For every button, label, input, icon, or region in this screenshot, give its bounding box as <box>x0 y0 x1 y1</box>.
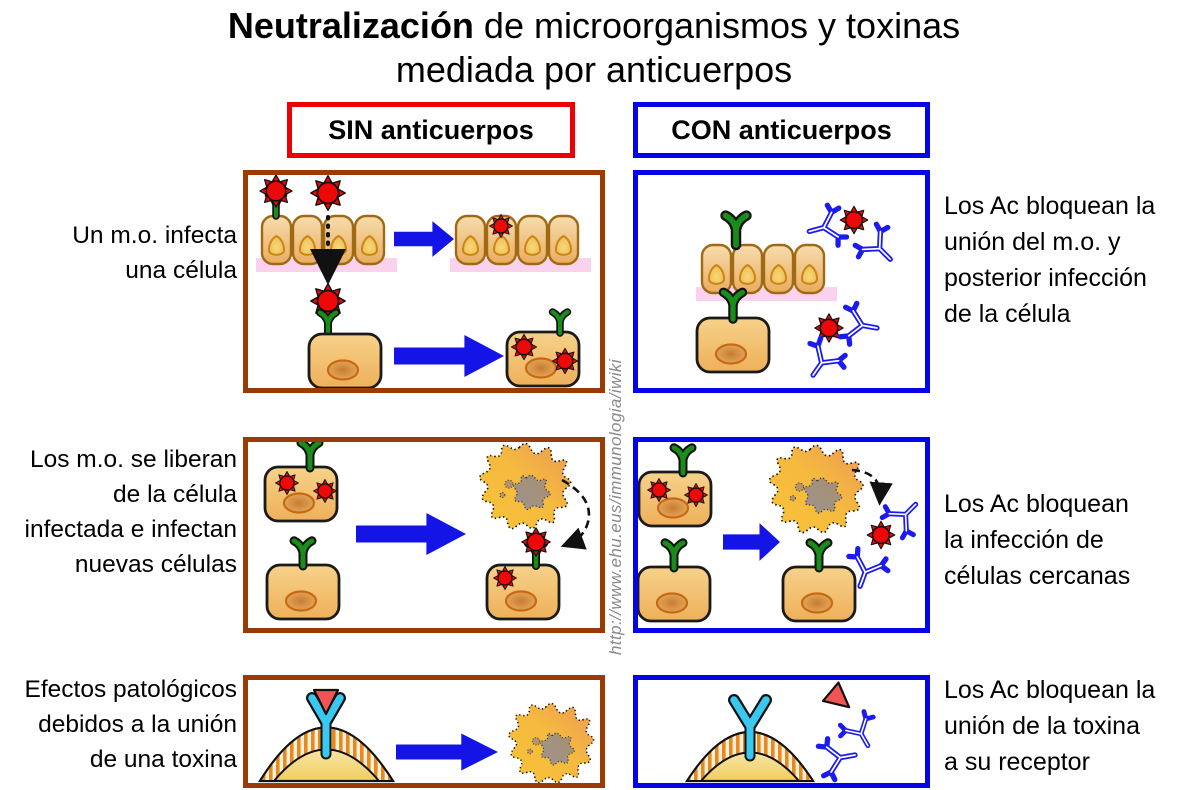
epithelial-cells <box>696 245 837 301</box>
dashed-arrow <box>851 468 893 506</box>
green-receptor-icon <box>553 312 568 333</box>
green-receptor-icon <box>665 543 683 568</box>
antibody-icon <box>796 335 850 387</box>
antibody-icon <box>839 302 880 349</box>
apoptotic-cell <box>478 442 572 530</box>
virus-icon <box>492 565 518 591</box>
cell <box>781 565 857 623</box>
apoptotic-cell <box>507 702 595 783</box>
virus-icon <box>551 347 579 375</box>
cell <box>265 563 341 621</box>
virus-icon <box>309 282 347 320</box>
cell <box>638 565 712 623</box>
header-sin-label: SIN anticuerpos <box>328 114 534 145</box>
toxin-icon <box>821 681 858 718</box>
virus-icon <box>259 175 293 208</box>
green-receptor-icon <box>320 313 336 335</box>
title-line1: Neutralización de microorganismos y toxi… <box>227 5 961 46</box>
toxin-receptor-icon <box>728 694 772 762</box>
cell <box>307 332 383 388</box>
virus-icon <box>309 175 347 212</box>
green-receptor-icon <box>294 541 312 566</box>
panel-con-row3 <box>633 675 930 788</box>
virus-icon <box>646 477 672 503</box>
virus-icon <box>520 526 552 558</box>
panel-con-row1 <box>633 170 930 393</box>
epithelial-cells <box>450 216 591 272</box>
blue-arrow <box>356 513 466 555</box>
watermark-url: http://www.ehu.eus/immunologia/iwiki <box>606 359 625 655</box>
apoptotic-cell <box>768 444 864 534</box>
virus-icon <box>488 213 514 239</box>
blue-arrow <box>723 523 780 561</box>
blue-arrow <box>396 733 498 771</box>
virus-icon <box>274 470 300 496</box>
membrane-stripes <box>258 726 395 782</box>
page-title: Neutralización de microorganismos y toxi… <box>0 4 1188 92</box>
header-sin-anticuerpos: SIN anticuerpos <box>287 102 575 158</box>
title-line2: mediada por anticuerpos <box>395 49 793 90</box>
antibody-icon <box>836 709 884 755</box>
header-con-anticuerpos: CON anticuerpos <box>633 102 930 158</box>
dashed-arrow <box>560 478 591 550</box>
antibody-icon <box>817 735 858 782</box>
virus-icon <box>312 478 338 504</box>
virus-icon <box>866 520 896 550</box>
virus-icon <box>510 333 538 361</box>
virus-icon <box>839 205 869 235</box>
panel-sin-row3 <box>243 675 605 788</box>
green-receptor-icon <box>810 543 828 568</box>
green-receptor-icon <box>301 443 319 468</box>
cell <box>695 316 771 374</box>
blue-arrow <box>394 221 454 257</box>
panel-sin-row2 <box>243 437 605 633</box>
header-con-label: CON anticuerpos <box>671 114 892 145</box>
blue-arrow <box>394 335 504 377</box>
virus-icon <box>683 482 709 508</box>
toxin-receptor-icon <box>306 692 346 760</box>
panel-con-row2 <box>633 437 930 633</box>
panel-sin-row1 <box>243 170 605 393</box>
green-receptor-icon <box>674 448 692 473</box>
membrane-stripes <box>685 731 815 782</box>
green-receptor-icon <box>726 216 747 245</box>
green-receptor-icon <box>724 292 743 319</box>
